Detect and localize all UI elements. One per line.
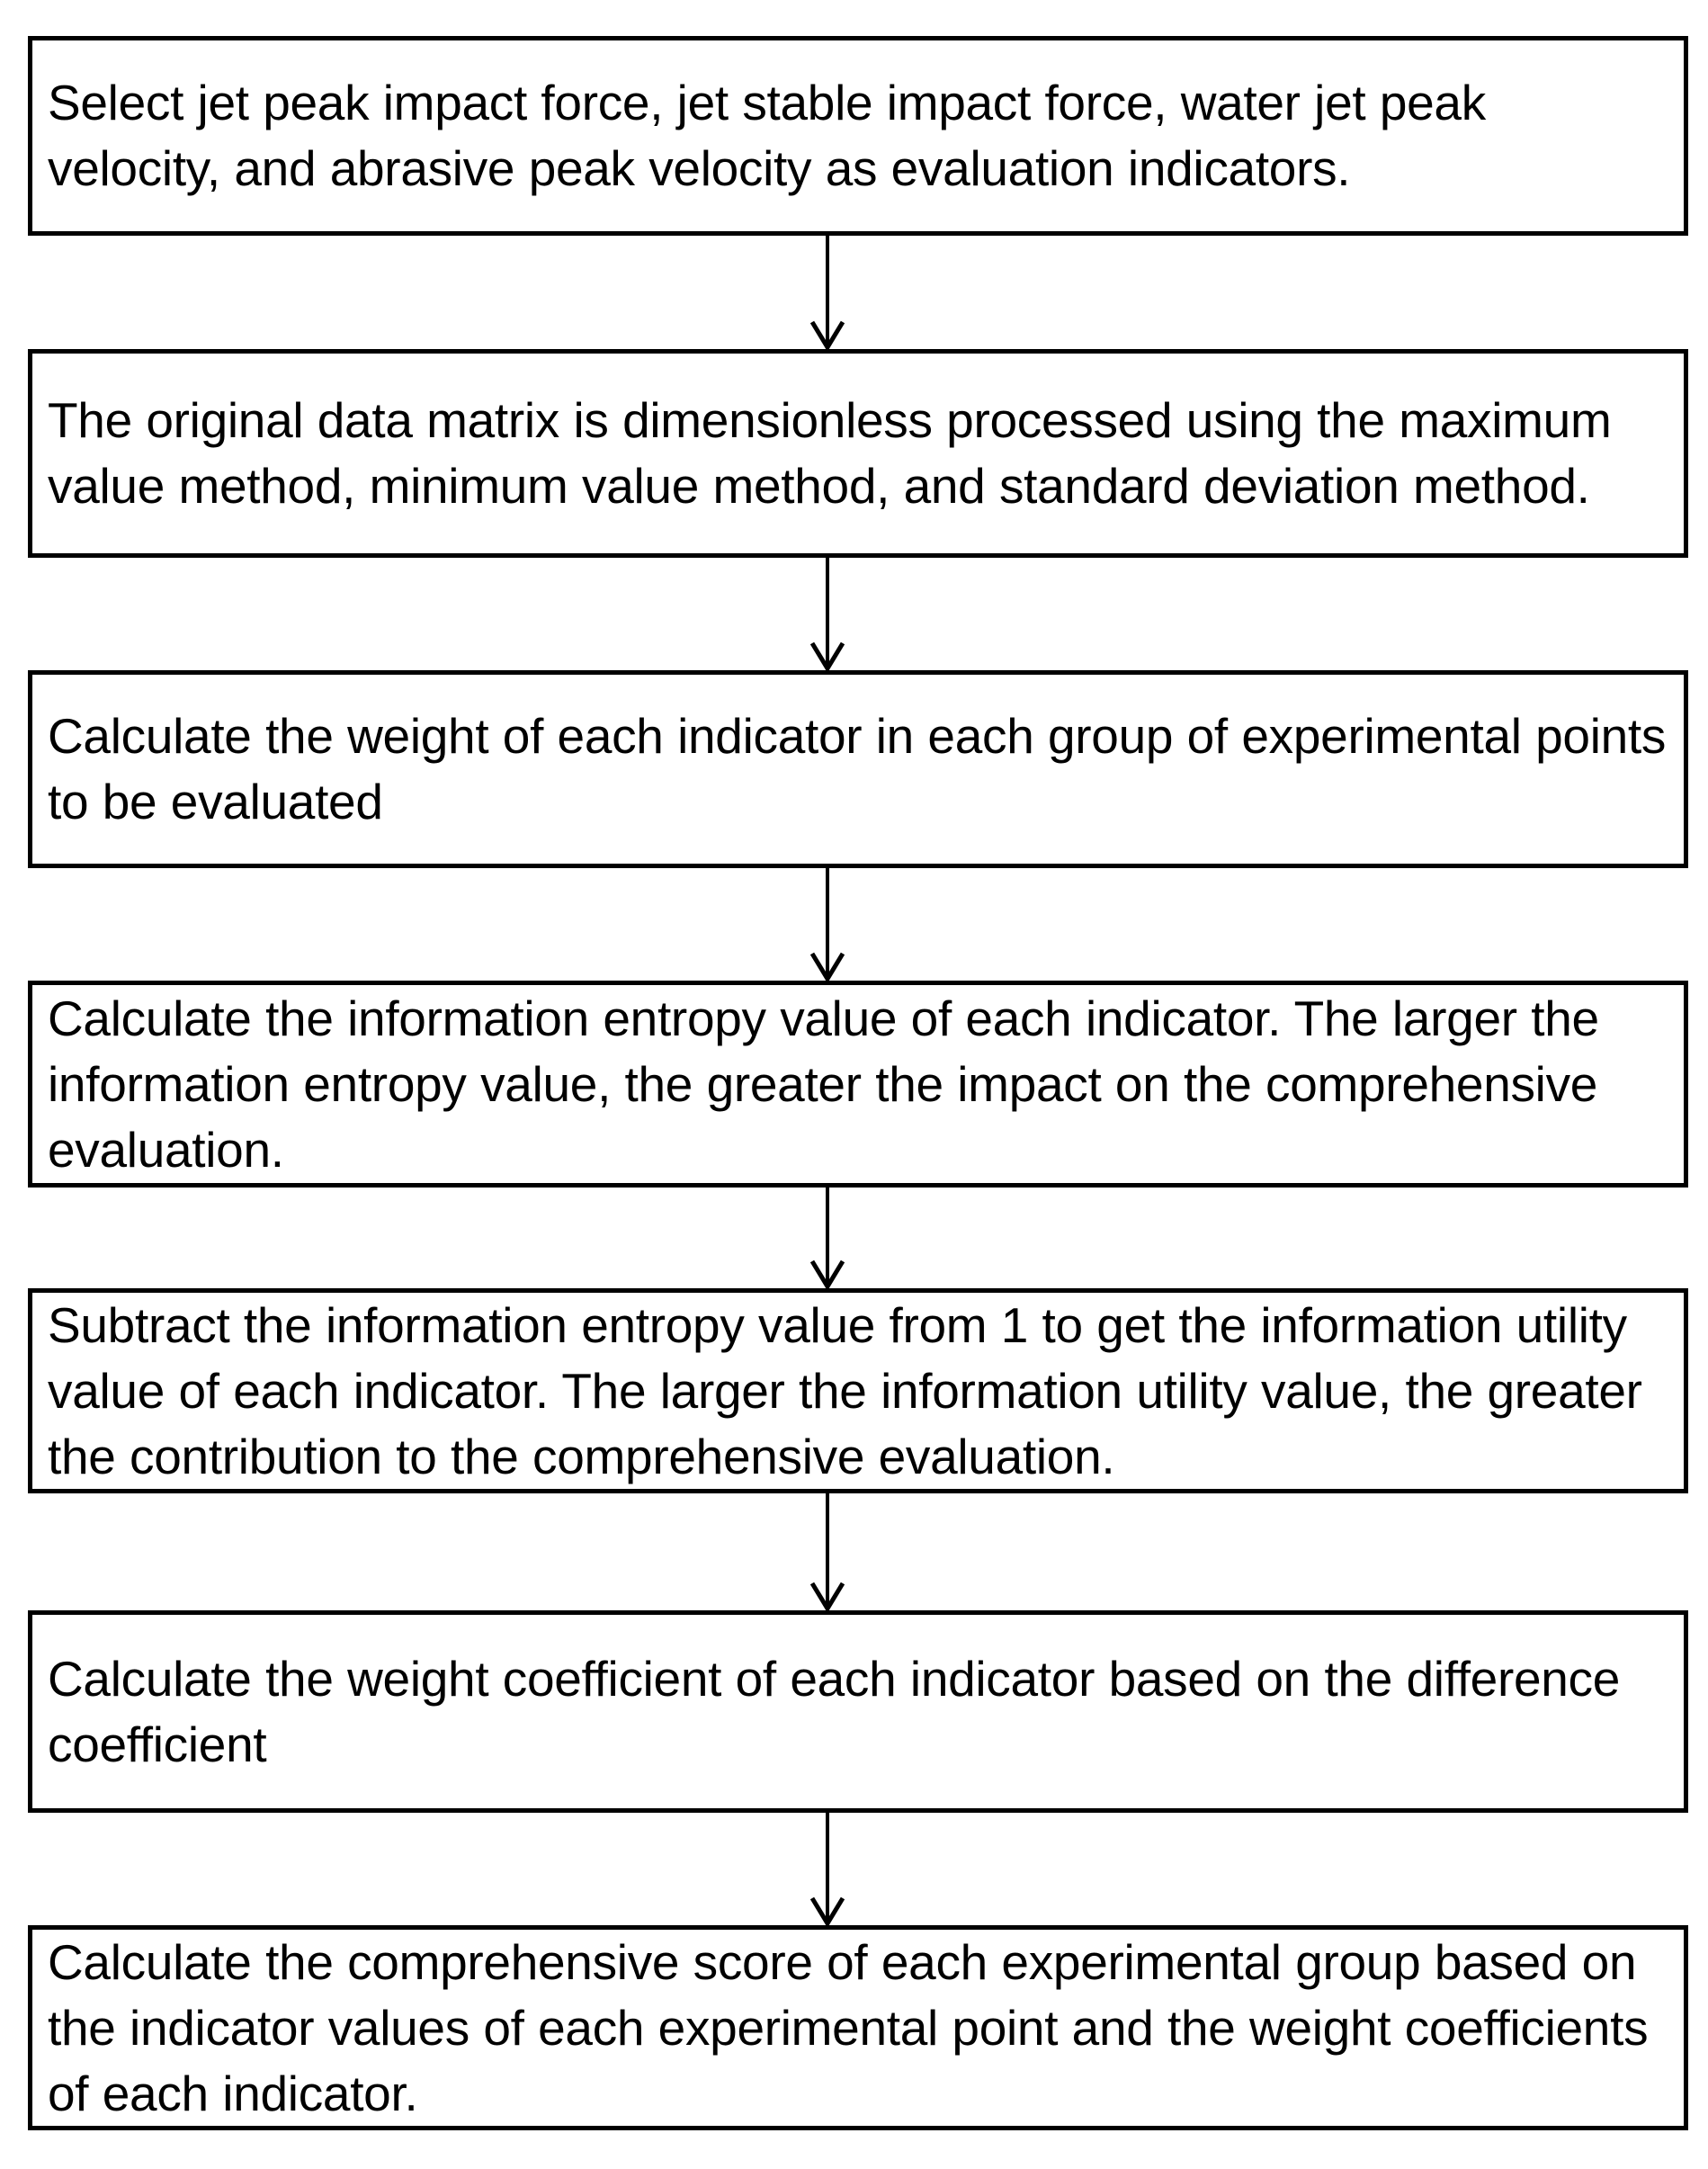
flowchart-node-step-2-label: The original data matrix is dimensionles… [48, 392, 1612, 514]
flowchart-arrow-step-3-to-step-4 [807, 868, 848, 983]
flowchart-node-step-1-label: Select jet peak impact force, jet stable… [48, 75, 1486, 196]
flowchart-node-step-4: Calculate the information entropy value … [28, 981, 1688, 1188]
flowchart-node-step-3-label: Calculate the weight of each indicator i… [48, 708, 1667, 829]
flowchart-arrow-step-2-to-step-3 [807, 558, 848, 673]
flowchart-arrow-step-6-to-step-7 [807, 1813, 848, 1928]
flowchart-node-step-5-label: Subtract the information entropy value f… [48, 1296, 1642, 1484]
flowchart-arrow-step-5-to-step-6 [807, 1493, 848, 1613]
flowchart-arrow-step-1-to-step-2 [807, 236, 848, 352]
flowchart-node-step-6-label: Calculate the weight coefficient of each… [48, 1650, 1621, 1772]
flowchart-arrow-step-4-to-step-5 [807, 1188, 848, 1291]
flowchart-node-step-7-label: Calculate the comprehensive score of eac… [48, 1933, 1649, 2121]
flowchart-node-step-3: Calculate the weight of each indicator i… [28, 670, 1688, 868]
flowchart-node-step-5: Subtract the information entropy value f… [28, 1288, 1688, 1493]
flowchart-node-step-2: The original data matrix is dimensionles… [28, 349, 1688, 558]
flowchart-node-step-7: Calculate the comprehensive score of eac… [28, 1925, 1688, 2130]
flowchart-node-step-1: Select jet peak impact force, jet stable… [28, 36, 1688, 236]
flowchart-node-step-6: Calculate the weight coefficient of each… [28, 1610, 1688, 1813]
flowchart-node-step-4-label: Calculate the information entropy value … [48, 990, 1599, 1178]
